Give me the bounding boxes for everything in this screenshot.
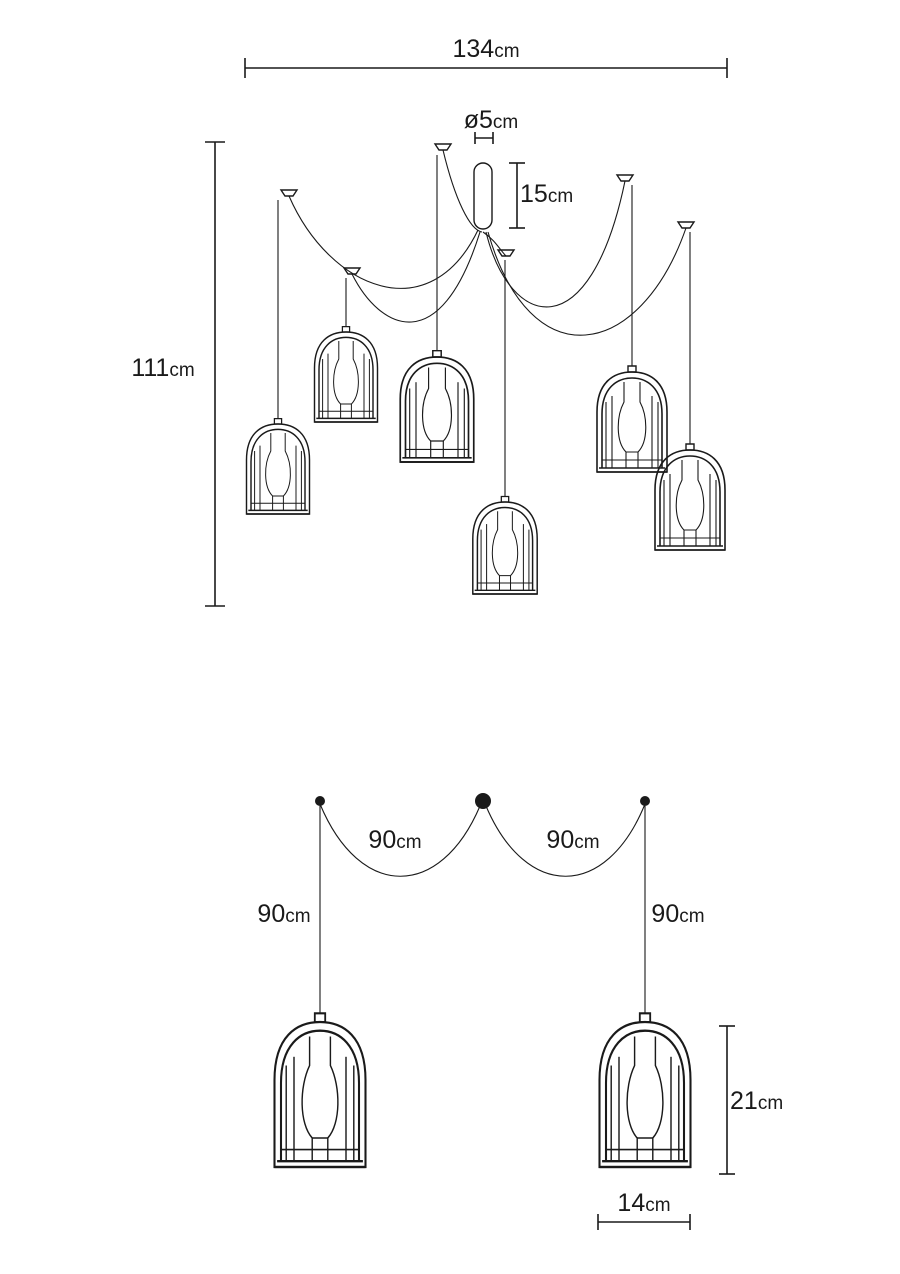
- shade-width-unit: cm: [645, 1195, 670, 1216]
- central-canopy: [473, 162, 493, 230]
- canopy-diameter-unit: cm: [493, 112, 518, 133]
- canopy-height-value: 15: [520, 180, 548, 208]
- shade-width-dimension: 14cm: [597, 1189, 691, 1230]
- pendant-shades: [245, 325, 726, 595]
- center-canopy-point: [475, 793, 491, 809]
- canopy-height-dimension: 15cm: [509, 162, 573, 229]
- detail-shade-right: [598, 1012, 692, 1169]
- width-dimension: 134cm: [244, 35, 728, 78]
- drop-cords: [277, 155, 691, 500]
- right-swag-cable: [485, 803, 646, 877]
- detail-shade-left: [273, 1012, 367, 1169]
- svg-text:134cm: 134cm: [452, 35, 519, 63]
- canopy-diameter-dimension: ø5cm: [464, 106, 519, 144]
- svg-text:90cm: 90cm: [546, 826, 599, 854]
- pendant-shade-2: [313, 325, 379, 423]
- swag-cords: [288, 149, 687, 336]
- pendant-shade-3: [399, 349, 475, 463]
- left-hook-point: [315, 796, 325, 806]
- width-value: 134: [452, 35, 494, 63]
- cable-left-unit: cm: [396, 832, 421, 853]
- drop-left-value: 90: [257, 900, 285, 928]
- pendant-shade-6: [654, 443, 726, 551]
- canopy-height-unit: cm: [548, 186, 573, 207]
- shade-height-value: 21: [730, 1087, 758, 1115]
- cable-right-unit: cm: [574, 832, 599, 853]
- drop-left-unit: cm: [285, 906, 310, 927]
- svg-text:90cm: 90cm: [257, 900, 310, 928]
- svg-text:15cm: 15cm: [520, 180, 573, 208]
- left-swag-cable: [319, 803, 481, 877]
- detail-assembly: 90cm 90cm 90cm 90cm 21cm 14cm: [257, 793, 783, 1230]
- pendant-shade-1: [245, 417, 311, 515]
- shade-height-dimension: 21cm: [719, 1025, 783, 1175]
- cable-left-value: 90: [368, 826, 396, 854]
- svg-text:90cm: 90cm: [651, 900, 704, 928]
- height-dimension: 111cm: [131, 141, 225, 607]
- right-hook-point: [640, 796, 650, 806]
- shade-width-value: 14: [617, 1189, 645, 1217]
- drop-right-unit: cm: [679, 906, 704, 927]
- shade-height-unit: cm: [758, 1093, 783, 1114]
- svg-text:90cm: 90cm: [368, 826, 421, 854]
- svg-text:14cm: 14cm: [617, 1189, 670, 1217]
- height-unit: cm: [169, 360, 194, 381]
- drop-right-value: 90: [651, 900, 679, 928]
- pendant-shade-5: [596, 365, 668, 473]
- svg-text:21cm: 21cm: [730, 1087, 783, 1115]
- cable-right-value: 90: [546, 826, 574, 854]
- svg-text:ø5cm: ø5cm: [464, 106, 519, 134]
- svg-text:111cm: 111cm: [131, 354, 194, 382]
- pendant-shade-4: [472, 495, 538, 595]
- width-unit: cm: [494, 41, 519, 62]
- canopy-diameter-value: ø5: [464, 106, 493, 134]
- height-value: 111: [131, 354, 169, 382]
- top-assembly: 134cm 111cm ø5cm 15cm: [131, 35, 728, 607]
